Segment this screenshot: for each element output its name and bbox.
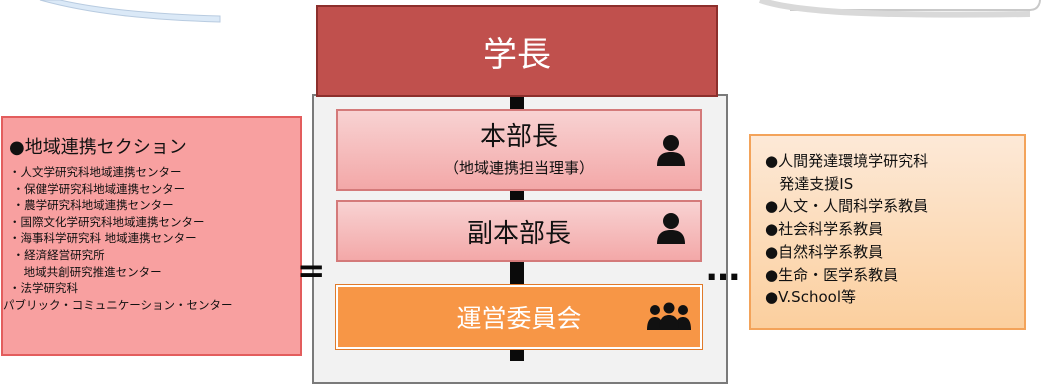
person-icon	[657, 213, 685, 244]
regional-section-panel: ●地域連携セクション ・人文学研究科地域連携センター ・保健学研究科地域連携セン…	[1, 116, 302, 356]
list-item: ●人文・人間科学系教員	[765, 197, 929, 216]
steering-committee-box: 運営委員会	[336, 285, 702, 349]
faculty-panel: ●人間発達環境学研究科 発達支援IS ●人文・人間科学系教員 ●社会科学系教員 …	[749, 134, 1026, 330]
director-box: 本部長 （地域連携担当理事）	[336, 109, 702, 191]
list-item: ●生命・医学系教員	[765, 265, 899, 284]
list-item: 地域共創研究推進センター	[9, 264, 162, 279]
list-item: ・経済経営研究所	[9, 247, 105, 262]
director-subtitle: （地域連携担当理事）	[443, 159, 594, 177]
connector-line	[510, 347, 524, 361]
list-item: ・法学研究科	[9, 281, 78, 296]
deputy-director-box: 副本部長	[336, 200, 702, 262]
deputy-director-label: 副本部長	[466, 218, 571, 249]
top-decorative-curve	[39, 0, 1041, 23]
equals-connector: =	[297, 251, 326, 291]
list-item: ●社会科学系教員	[765, 220, 884, 239]
list-item: ●V.School等	[765, 288, 856, 307]
person-icon	[657, 135, 685, 166]
president-box: 学長	[316, 5, 718, 97]
list-item: ・保健学研究科地域連携センター	[9, 181, 186, 196]
regional-section-heading: ●地域連携セクション	[9, 137, 187, 158]
president-label: 学長	[483, 34, 551, 75]
director-title: 本部長	[479, 122, 558, 152]
steering-committee-label: 運営委員会	[456, 304, 582, 333]
list-item: ・人文学研究科地域連携センター	[9, 165, 182, 179]
group-icon	[647, 302, 691, 330]
list-item: パブリック・コミュニケーション・センター	[3, 297, 233, 312]
list-item: ●自然科学系教員	[765, 242, 884, 261]
list-item: ・国際文化学研究科地域連携センター	[9, 214, 205, 229]
list-item: ・海事科学研究科 地域連携センター	[9, 231, 197, 246]
connector-line	[510, 260, 524, 288]
list-item: ・農学研究科地域連携センター	[9, 198, 174, 213]
list-item: 発達支援IS	[765, 174, 854, 193]
ellipsis-connector: …	[706, 249, 740, 289]
list-item: ●人間発達環境学研究科	[765, 152, 929, 170]
